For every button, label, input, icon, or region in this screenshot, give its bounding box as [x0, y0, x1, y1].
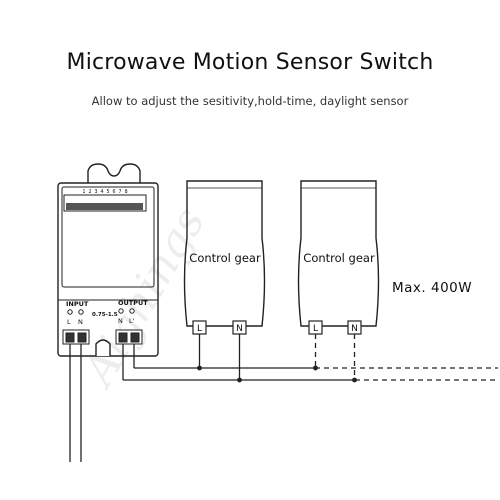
terminal-screws — [67, 308, 135, 315]
control-gear-2-label: Control gear — [303, 251, 375, 265]
page-subtitle: Allow to adjust the sesitivity,hold-time… — [91, 94, 409, 108]
control-gear-1-label: Control gear — [189, 251, 261, 265]
control-gear-1: Control gear L N — [183, 180, 266, 335]
page-title: Microwave Motion Sensor Switch — [66, 50, 434, 75]
watermark: Aighings — [71, 199, 215, 397]
wires-extension — [314, 334, 498, 381]
max-load-label: Max. 400W — [392, 280, 472, 296]
output-terminal-n: N — [118, 317, 123, 325]
control-gear-2-terminal-n: N — [351, 324, 358, 334]
dip-switch-block — [63, 194, 147, 212]
control-gear-2-terminal-l: L — [313, 324, 318, 334]
input-terminal-l: L — [67, 318, 71, 326]
control-gear-1-outline — [183, 180, 266, 327]
input-terminal-n: N — [78, 318, 83, 326]
control-gear-1-terminal-n: N — [236, 324, 243, 334]
sensor-top-tab — [87, 163, 141, 183]
output-label: OUTPUT — [118, 299, 148, 307]
input-label: INPUT — [66, 300, 89, 308]
control-gear-2: Control gear L N — [297, 180, 380, 335]
dip-switch-numbers: 1 2 3 4 5 6 7 8 — [82, 189, 127, 195]
sensor-bottom-notch — [95, 339, 111, 356]
terminal-blocks — [62, 329, 143, 345]
control-gear-2-outline — [297, 180, 380, 327]
junction-dots — [197, 365, 357, 383]
control-gear-1-terminal-l: L — [197, 324, 202, 334]
wire-size-label: 0.75-1.5 — [92, 312, 118, 318]
output-terminal-l: L' — [129, 317, 135, 325]
sensor-lid — [61, 186, 155, 288]
